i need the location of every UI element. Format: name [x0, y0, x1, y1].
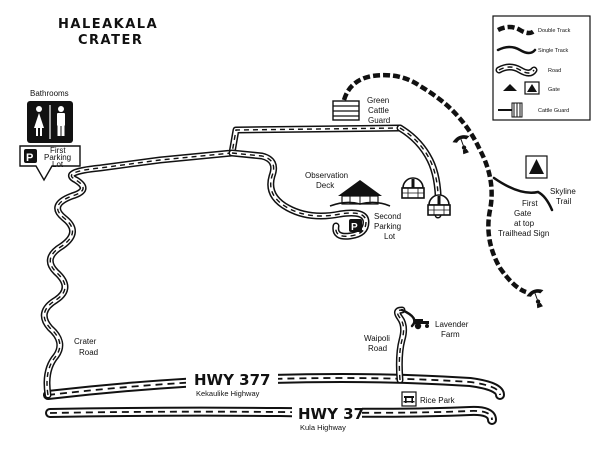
legend: Double Track Single Track Road Gate Catt…: [492, 15, 591, 121]
hwy-377-sublabel: Kekaulike Highway: [196, 389, 260, 398]
picnic-table-icon: [401, 391, 417, 407]
gate-sign-icon: [525, 155, 548, 179]
hwy-37-label: HWY 37: [298, 405, 364, 423]
observation-deck-label-1: Observation: [305, 171, 348, 180]
observation-loop-road: [228, 149, 370, 240]
first-parking-label-3: Lot: [52, 160, 64, 169]
tractor-icon: [414, 319, 429, 330]
lavender-farm-label-2: Farm: [441, 330, 460, 339]
first-parking-label-1: First: [50, 146, 66, 155]
observation-deck-label-2: Deck: [316, 181, 335, 190]
first-gate-label-2: Gate: [514, 209, 532, 218]
legend-single-track-label: Single Track: [538, 48, 569, 54]
legend-double-track-line: [496, 24, 537, 36]
legend-road-line: [495, 63, 538, 77]
waipoli-road: [393, 306, 408, 384]
green-cattle-guard-label-1: Green: [367, 96, 389, 105]
hwy-37-road: [45, 405, 497, 425]
hang-glider-icon: [524, 286, 550, 311]
lavender-farm-road: [400, 308, 416, 328]
second-parking-icon: [349, 219, 362, 232]
observatory-dome-icon: [401, 177, 425, 199]
hwy-377-road: [43, 373, 505, 400]
first-gate-label-1: First: [522, 199, 538, 208]
second-parking-symbol: P: [351, 222, 358, 233]
observation-deck-icon: [329, 180, 391, 207]
map-title-line1: HALEAKALA: [58, 17, 158, 32]
gate-icon: [503, 81, 540, 95]
double-track-trail: [341, 72, 527, 295]
legend-cattle-guard-label: Cattle Guard: [538, 108, 569, 114]
crater-road-label-2: Road: [79, 348, 98, 357]
skyline-trail-label-1: Skyline: [550, 187, 576, 196]
map-title-line2: CRATER: [78, 33, 143, 48]
crater-road-label-1: Crater: [74, 337, 97, 346]
skyline-trail: [492, 176, 554, 212]
green-cattle-guard-icon: [332, 100, 360, 121]
rice-park-label: Rice Park: [420, 396, 456, 405]
observatory-dome-icon: [427, 194, 451, 216]
cattle-guard-icon: [498, 102, 523, 118]
skyline-trail-label-2: Trail: [556, 197, 571, 206]
second-parking-label-2: Parking: [374, 222, 401, 231]
restroom-icon: [27, 101, 73, 143]
first-gate-label-4: Trailhead Sign: [498, 229, 549, 238]
crater-road: [40, 124, 404, 399]
legend-double-track-label: Double Track: [538, 28, 571, 34]
legend-road-label: Road: [548, 68, 561, 74]
bathrooms-label: Bathrooms: [30, 89, 69, 98]
waipoli-road-label-1: Waipoli: [364, 334, 390, 343]
first-gate-label-3: at top: [514, 219, 535, 228]
green-cattle-guard-label-2: Cattle: [368, 106, 389, 115]
second-parking-label-3: Lot: [384, 232, 396, 241]
hwy-37-sublabel: Kula Highway: [300, 423, 346, 432]
hwy-377-label: HWY 377: [194, 371, 271, 389]
legend-single-track-line: [496, 45, 537, 55]
lavender-farm-label-1: Lavender: [435, 320, 469, 329]
second-parking-label-1: Second: [374, 212, 401, 221]
first-parking-lot: [19, 145, 81, 182]
first-parking-icon: P: [26, 152, 33, 164]
first-parking-label-2: Parking: [44, 153, 71, 162]
waipoli-road-label-2: Road: [368, 344, 387, 353]
green-cattle-guard-label-3: Guard: [368, 116, 390, 125]
legend-gate-label: Gate: [548, 87, 560, 93]
